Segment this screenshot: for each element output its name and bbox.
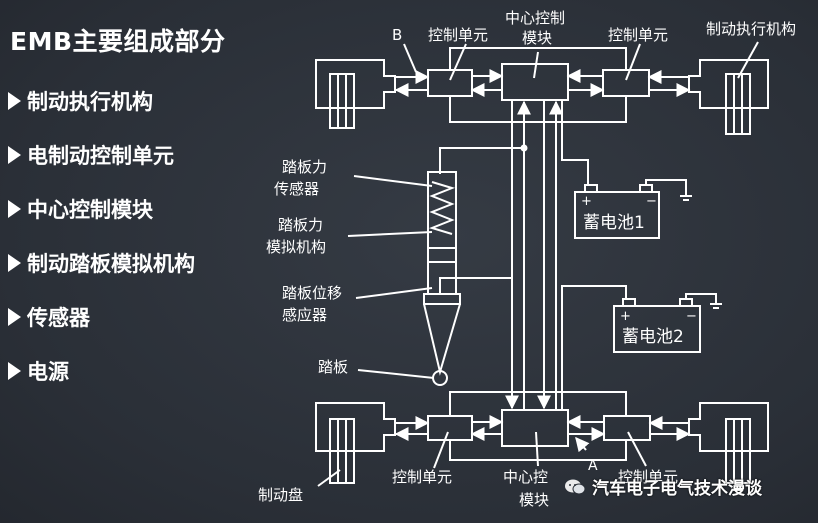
- control-unit-top-left: [427, 69, 473, 97]
- label-control-unit-bottom-right: 控制单元: [618, 468, 678, 486]
- label-control-unit-bottom-left: 控制单元: [392, 468, 452, 486]
- plus-icon: +: [581, 194, 592, 209]
- label-control-unit-top-right: 控制单元: [608, 26, 668, 44]
- label-center-module-bottom-line2: 模块: [519, 491, 549, 509]
- label-pedal-force-sim-line1: 踏板力: [278, 216, 323, 234]
- label-b: B: [392, 26, 402, 44]
- wheel-actuator-top-right: [688, 59, 769, 135]
- control-unit-bottom-right: [603, 415, 651, 441]
- label-brake-disc: 制动盘: [258, 486, 303, 504]
- pedal-simulator: [427, 171, 457, 295]
- control-unit-top-right: [602, 69, 650, 97]
- wheel-actuator-top-left: [315, 59, 396, 129]
- list-item-control-unit: 电制动控制单元: [8, 140, 174, 170]
- slide-title: EMB主要组成部分: [10, 27, 226, 56]
- label-battery-1: 蓄电池1: [583, 213, 645, 233]
- triangle-bullet-icon: [8, 308, 21, 326]
- label-pedal-position-line1: 踏板位移: [282, 284, 342, 302]
- list-item-actuator: 制动执行机构: [8, 86, 153, 116]
- list-item-power: 电源: [8, 356, 69, 386]
- minus-icon: −: [686, 309, 697, 324]
- label-center-module-top-line2: 模块: [522, 29, 552, 47]
- triangle-bullet-icon: [8, 362, 21, 380]
- list-item-label: 传感器: [27, 306, 90, 330]
- center-module-bottom: [501, 409, 569, 447]
- list-item-label: 中心控制模块: [27, 198, 153, 222]
- label-pedal-position-line2: 感应器: [282, 306, 327, 324]
- label-pedal-force-sensor-line1: 踏板力: [282, 158, 327, 176]
- triangle-bullet-icon: [8, 146, 21, 164]
- battery-1: [574, 179, 692, 239]
- list-item-label: 电制动控制单元: [27, 144, 174, 168]
- list-item-sensor: 传感器: [8, 302, 90, 332]
- label-a: A: [588, 458, 598, 474]
- triangle-bullet-icon: [8, 200, 21, 218]
- label-control-unit-top-left: 控制单元: [428, 26, 488, 44]
- list-item-pedal-simulator: 制动踏板模拟机构: [8, 248, 195, 278]
- label-pedal: 踏板: [318, 358, 348, 376]
- control-unit-bottom-left: [427, 415, 473, 441]
- plus-icon: +: [620, 309, 631, 324]
- wheel-actuator-bottom-left: [315, 402, 396, 484]
- list-item-label: 电源: [27, 360, 69, 384]
- label-actuator: 制动执行机构: [706, 20, 796, 38]
- label-pedal-force-sim-line2: 模拟机构: [266, 238, 326, 256]
- list-item-label: 制动踏板模拟机构: [27, 252, 195, 276]
- label-center-module-top-line1: 中心控制: [505, 9, 565, 27]
- watermark-text: 汽车电子电气技术漫谈: [592, 479, 762, 499]
- wheel-actuator-bottom-right: [688, 402, 769, 484]
- label-center-module-bottom-line1: 中心控: [503, 468, 548, 486]
- label-pedal-force-sensor-line2: 传感器: [274, 180, 319, 198]
- triangle-bullet-icon: [8, 254, 21, 272]
- list-item-center-module: 中心控制模块: [8, 194, 153, 224]
- watermark: 汽车电子电气技术漫谈: [564, 474, 762, 499]
- triangle-bullet-icon: [8, 92, 21, 110]
- label-battery-2: 蓄电池2: [622, 327, 684, 347]
- wechat-icon: [565, 479, 586, 494]
- list-item-label: 制动执行机构: [27, 90, 153, 114]
- minus-icon: −: [646, 194, 657, 209]
- pedal-position-sensor: [423, 293, 461, 386]
- battery-2: [613, 293, 722, 353]
